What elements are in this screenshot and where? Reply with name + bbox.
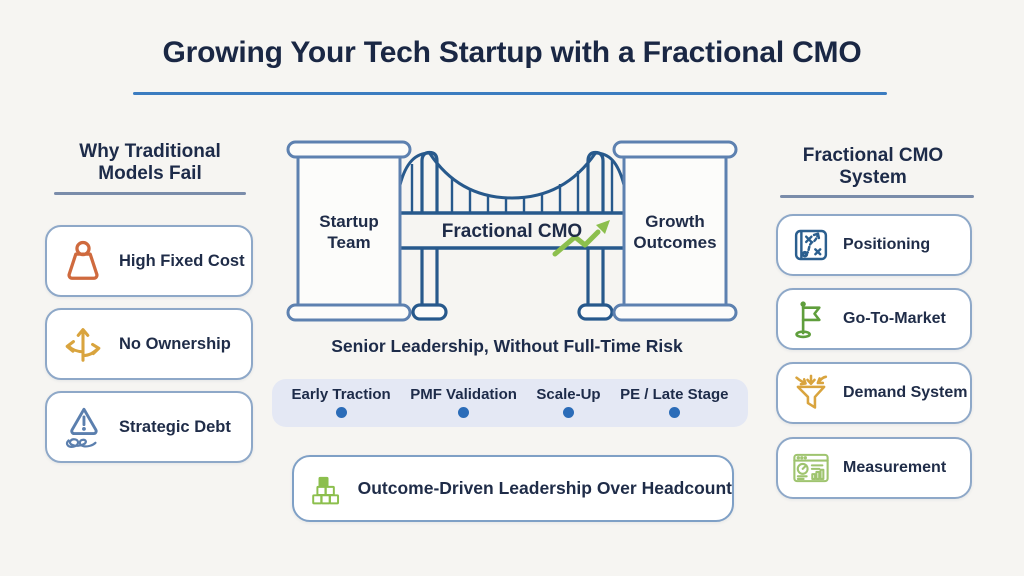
strategy-map-icon: [794, 229, 828, 261]
weight-icon: [67, 240, 99, 280]
card-go-to-market: Go-To-Market: [776, 288, 972, 350]
right-panel-heading: Fractional CMO System: [770, 145, 976, 189]
bridge-suspenders: [410, 161, 614, 212]
bridge-diagram: Startup Team Fractional CMO Growth Outco…: [272, 133, 742, 329]
title-underline: [133, 92, 887, 95]
funnel-icon: [795, 374, 828, 409]
stage-label: PE / Late Stage: [620, 386, 729, 403]
bridge-caption: Senior Leadership, Without Full-Time Ris…: [331, 336, 683, 356]
left-panel-heading-line2: Models Fail: [98, 163, 202, 184]
bridge-towers: [411, 150, 614, 321]
card-no-ownership: No Ownership: [45, 308, 253, 380]
right-panel-underline: [780, 195, 974, 198]
card-label: Positioning: [843, 236, 931, 253]
bridge-deck: [400, 211, 624, 250]
left-panel-heading-line1: Why Traditional: [79, 141, 221, 162]
warning-scribble-icon: [65, 407, 98, 448]
stage-dot: [458, 407, 470, 418]
fractional-cmo-label: Fractional CMO: [441, 221, 583, 242]
card-positioning: Positioning: [776, 214, 972, 276]
growth-arrow-icon: [552, 220, 610, 257]
banner-label: Outcome-Driven Leadership Over Headcount: [357, 478, 732, 498]
startup-team-label: Startup Team: [319, 212, 379, 252]
stage-dot: [668, 407, 680, 418]
stage-pmf-validation: PMF Validation: [410, 386, 517, 418]
right-panel-heading-line1: Fractional CMO: [802, 145, 944, 166]
stage-timeline: Early Traction PMF Validation Scale-Up P…: [272, 379, 748, 427]
card-high-fixed-cost: High Fixed Cost: [45, 225, 253, 297]
stage-label: PMF Validation: [410, 386, 517, 403]
bridge-illustration: [286, 140, 738, 322]
page-title: Growing Your Tech Startup with a Fractio…: [162, 36, 862, 69]
card-label: No Ownership: [119, 334, 231, 353]
card-label: Measurement: [843, 459, 947, 476]
card-measurement: Measurement: [776, 437, 972, 499]
stage-label: Scale-Up: [536, 386, 601, 403]
bridge-pillars: [286, 140, 738, 322]
stage-dot: [563, 407, 574, 418]
stage-label: Early Traction: [291, 386, 391, 403]
dashboard-icon: [793, 453, 829, 483]
stage-dot: [335, 407, 347, 418]
left-panel-underline: [54, 192, 246, 195]
card-demand-system: Demand System: [776, 362, 972, 424]
card-label: Demand System: [843, 384, 968, 401]
card-label: Go-To-Market: [843, 310, 946, 327]
outcome-banner: Outcome-Driven Leadership Over Headcount: [292, 455, 734, 522]
card-strategic-debt: Strategic Debt: [45, 391, 253, 463]
branching-arrows-icon: [65, 328, 101, 362]
card-label: High Fixed Cost: [119, 251, 245, 270]
stage-pe-late-stage: PE / Late Stage: [620, 386, 728, 418]
left-panel-heading: Why Traditional Models Fail: [40, 141, 260, 185]
stage-early-traction: Early Traction: [292, 386, 391, 418]
building-blocks-icon: [312, 476, 340, 504]
flag-icon: [795, 301, 821, 339]
card-label: Strategic Debt: [119, 417, 231, 436]
growth-outcomes-label: Growth Outcomes: [633, 212, 717, 252]
right-panel-heading-line2: System: [839, 167, 907, 188]
stage-scale-up: Scale-Up: [536, 386, 601, 418]
